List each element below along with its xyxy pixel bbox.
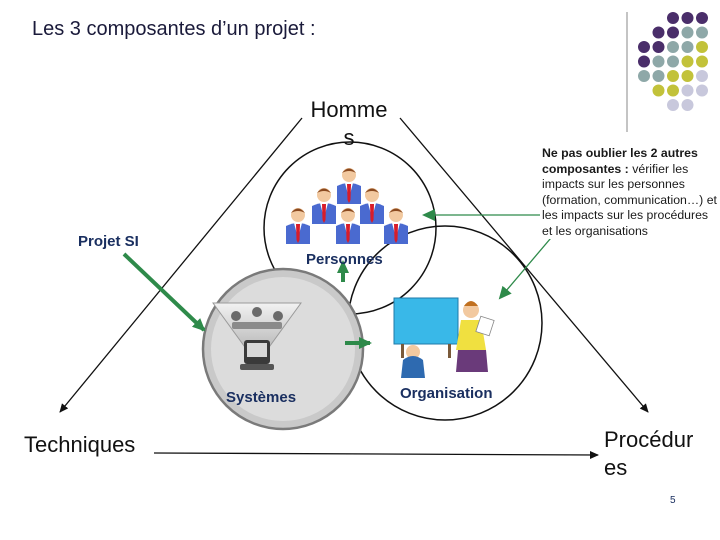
- projet-si-label: Projet SI: [78, 233, 139, 250]
- presenter-board-icon: [393, 297, 495, 378]
- reminder-note-body: vérifier les impacts sur les personnes (…: [542, 161, 717, 238]
- slide-title: Les 3 composantes d’un projet :: [32, 18, 316, 40]
- decorative-dot: [681, 84, 694, 97]
- decorative-dot: [681, 70, 694, 82]
- decorative-dot: [652, 70, 665, 82]
- decorative-dot: [681, 26, 694, 39]
- meeting-computer-icon: [212, 302, 302, 370]
- decorative-dot: [652, 84, 665, 97]
- decorative-dot: [681, 55, 694, 68]
- systemes-label: Systèmes: [226, 389, 297, 406]
- arrow-note-to-organisation: [498, 231, 557, 300]
- decorative-dot: [667, 41, 679, 53]
- arrow-hommes-to-techniques: [59, 117, 303, 413]
- decorative-dot: [638, 70, 650, 82]
- decorative-dot: [696, 12, 708, 24]
- person-figure: [360, 188, 384, 224]
- arrow-hommes-to-procedures: [399, 117, 649, 413]
- decorative-dot: [667, 99, 679, 111]
- person-figure: [336, 208, 360, 244]
- decorative-dot: [667, 84, 679, 97]
- decorative-dot: [638, 55, 650, 68]
- decorative-dot: [681, 41, 694, 53]
- decorative-dot: [681, 99, 694, 111]
- vertex-label-techniques: Techniques: [24, 432, 136, 457]
- arrow-techniques-to-procedures: [153, 450, 599, 459]
- decorative-dot-grid: [638, 12, 708, 111]
- vertex-label-hommes: Homme s: [310, 97, 388, 150]
- reminder-note: Ne pas oublier les 2 autres composantes …: [542, 146, 718, 239]
- page-number: 5: [670, 495, 676, 506]
- person-figure: [312, 188, 336, 224]
- decorative-dot: [652, 41, 665, 53]
- decorative-dot: [652, 55, 665, 68]
- decorative-dot: [667, 55, 679, 68]
- decorative-dot: [696, 55, 708, 68]
- decorative-dot: [667, 26, 679, 39]
- people-group-icon: [286, 168, 408, 244]
- decorative-dot: [696, 84, 708, 97]
- person-figure: [384, 208, 408, 244]
- vertex-label-procedures: Procédur es: [604, 427, 694, 480]
- decorative-dot: [696, 41, 708, 53]
- person-figure: [337, 168, 361, 204]
- decorative-dot: [638, 41, 650, 53]
- personnes-label: Personnes: [306, 251, 383, 268]
- decorative-dot: [652, 26, 665, 39]
- organisation-label: Organisation: [400, 385, 493, 402]
- person-figure: [286, 208, 310, 244]
- decorative-dot: [681, 12, 694, 24]
- arrow-projet-si-to-systemes: [122, 252, 206, 332]
- reminder-note-lead: Ne pas oublier les 2 autres composantes …: [542, 146, 698, 176]
- decorative-dot: [667, 12, 679, 24]
- decorative-dot: [667, 70, 679, 82]
- decorative-dot: [696, 26, 708, 39]
- decorative-dot: [696, 70, 708, 82]
